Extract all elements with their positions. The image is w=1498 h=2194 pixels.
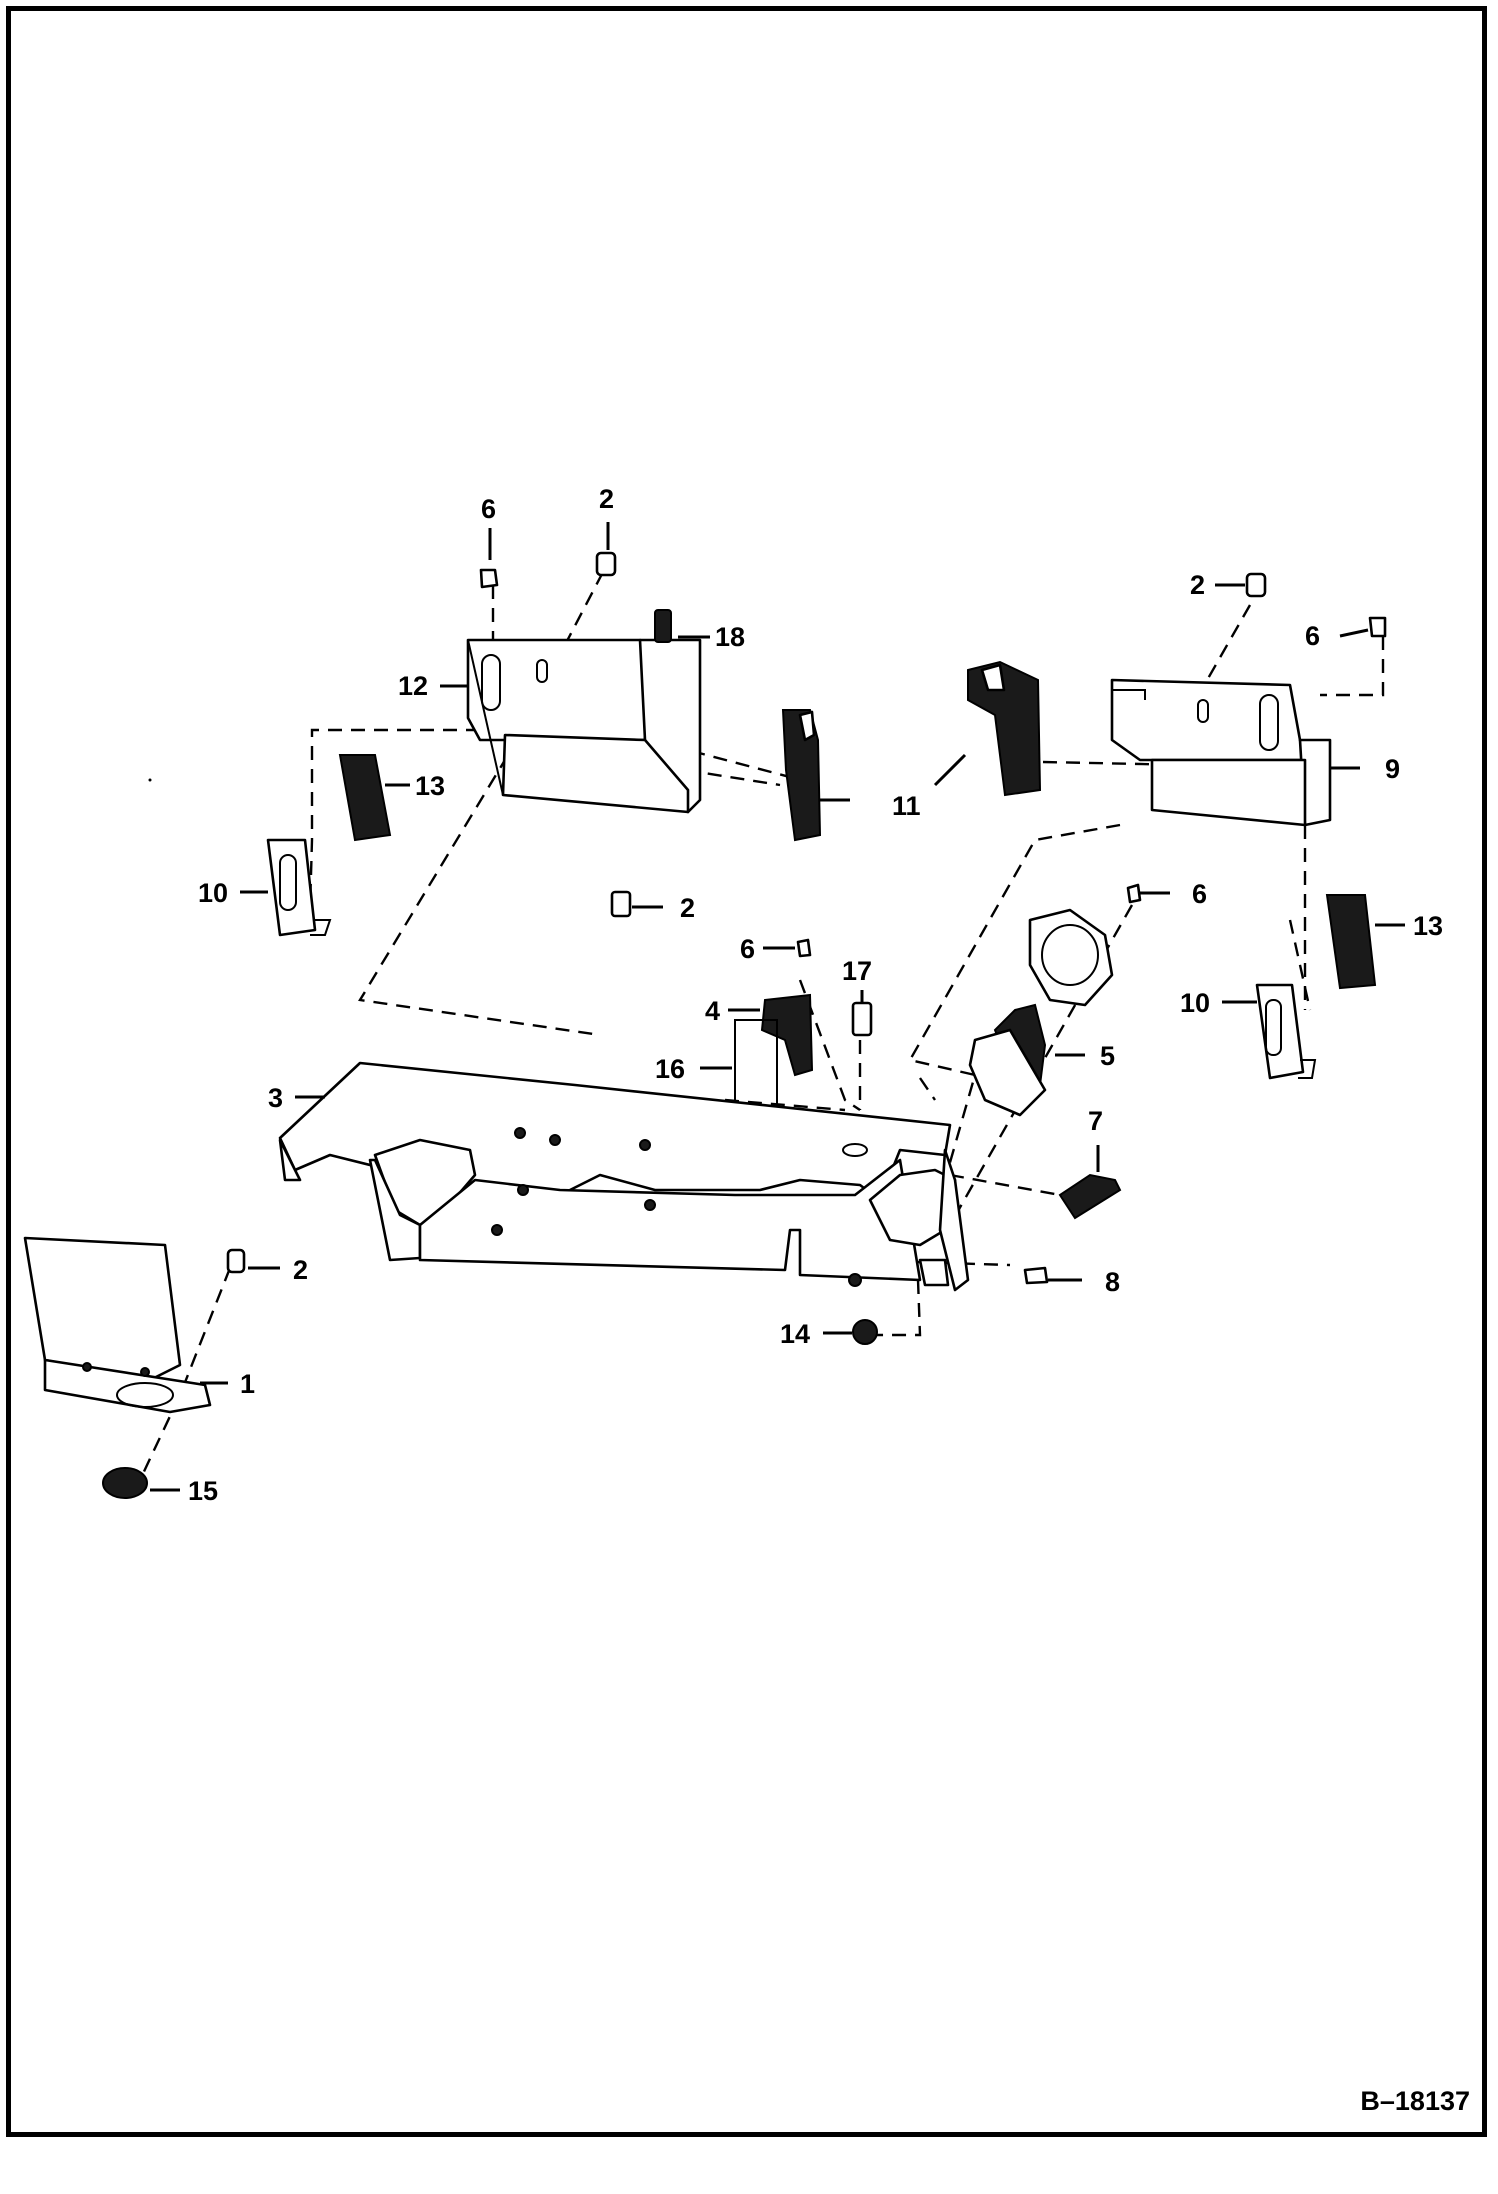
part-18-bolt xyxy=(654,609,672,643)
callout-4: 4 xyxy=(705,996,720,1026)
part-9-right-bracket xyxy=(1110,678,1332,827)
callout-3: 3 xyxy=(268,1083,283,1113)
callout-6: 6 xyxy=(481,494,496,524)
callout-16: 16 xyxy=(655,1054,685,1084)
callout-17: 17 xyxy=(842,956,872,986)
part-5-boot xyxy=(968,908,1114,1117)
part-6-bolt-ring xyxy=(1126,883,1142,904)
part-2-bolt-top-right xyxy=(1245,572,1267,598)
callout-6: 6 xyxy=(1192,879,1207,909)
part-3-main-panel xyxy=(278,1061,970,1292)
part-13-right-pad xyxy=(1325,894,1377,990)
part-2-bolt-under-bracket xyxy=(610,890,632,918)
callout-13: 13 xyxy=(1413,911,1443,941)
callout-15: 15 xyxy=(188,1476,218,1506)
part-10-left-plate xyxy=(266,838,332,937)
callout-8: 8 xyxy=(1105,1267,1120,1297)
callout-6: 6 xyxy=(740,934,755,964)
part-13-left-pad xyxy=(338,754,392,842)
part-6-bolt-grip xyxy=(796,938,812,958)
callout-9: 9 xyxy=(1385,754,1400,784)
part-14-nut xyxy=(852,1319,878,1345)
callout-18: 18 xyxy=(715,622,745,652)
part-2-bolt-front-plate xyxy=(226,1248,246,1274)
part-8-pin xyxy=(1023,1266,1049,1285)
drawing-number: B–18137 xyxy=(1360,2086,1470,2116)
callout-leaders xyxy=(150,522,1405,1492)
callout-11: 11 xyxy=(892,791,921,821)
part-4-grip xyxy=(760,993,814,1077)
callout-5: 5 xyxy=(1100,1041,1115,1071)
part-1-front-plate xyxy=(23,1236,212,1414)
callout-6: 6 xyxy=(1305,621,1320,651)
drawing-border xyxy=(6,6,1487,2137)
callout-2: 2 xyxy=(293,1255,308,1285)
callout-2: 2 xyxy=(680,893,695,923)
stray-dot xyxy=(148,778,152,782)
part-11-center-pads xyxy=(781,660,1042,842)
callout-10: 10 xyxy=(1180,988,1210,1018)
callout-14: 14 xyxy=(780,1319,810,1349)
callout-7: 7 xyxy=(1088,1106,1103,1136)
part-17-bolt xyxy=(851,1001,873,1037)
callout-labels: 6 2 18 12 13 10 2 11 2 6 9 6 13 10 6 4 1… xyxy=(188,484,1443,1506)
part-7-clip xyxy=(1058,1173,1122,1220)
part-15-grommet xyxy=(102,1467,148,1499)
part-10-right-plate xyxy=(1255,983,1317,1080)
fasteners xyxy=(102,551,1387,1499)
callout-2: 2 xyxy=(599,484,614,514)
part-6-bolt-top-left xyxy=(479,568,499,589)
part-12-left-bracket xyxy=(466,638,702,814)
callout-2: 2 xyxy=(1190,570,1205,600)
callout-10: 10 xyxy=(198,878,228,908)
part-2-bolt-top-left xyxy=(595,551,617,577)
callout-1: 1 xyxy=(240,1369,255,1399)
part-6-bolt-top-right xyxy=(1368,616,1387,638)
callout-12: 12 xyxy=(398,671,428,701)
callout-13: 13 xyxy=(415,771,445,801)
